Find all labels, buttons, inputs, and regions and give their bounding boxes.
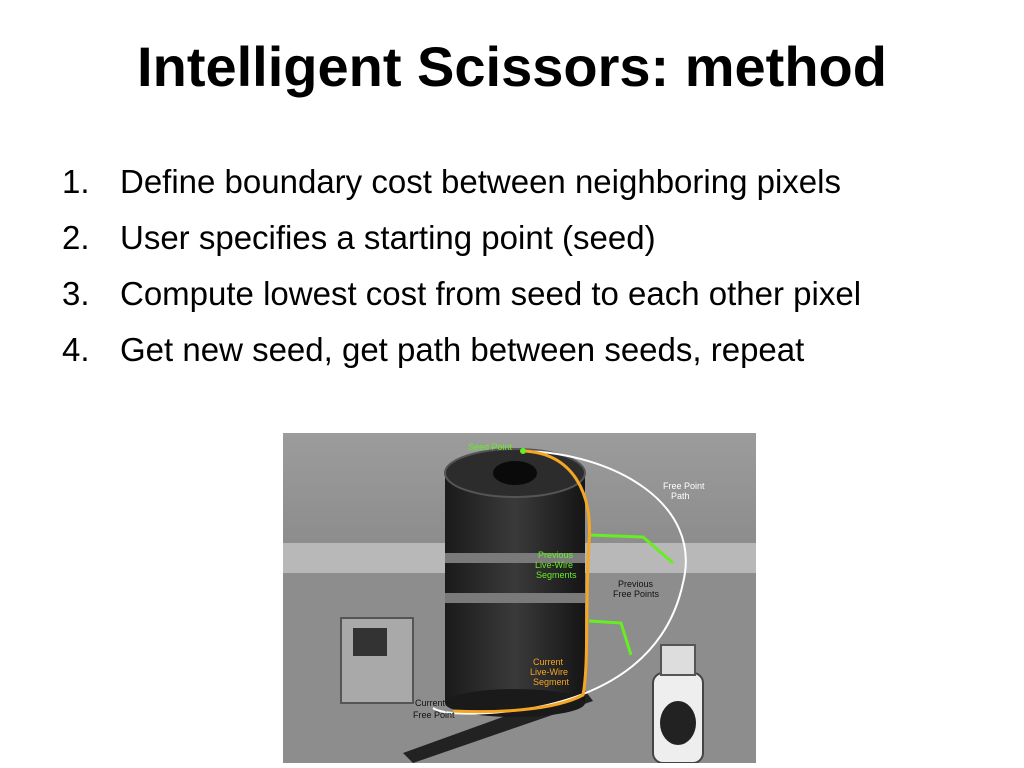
step-text: Define boundary cost between neighboring… [120,163,841,200]
step-item: 3. Compute lowest cost from seed to each… [62,272,962,316]
current-free-point-label: Current [415,698,446,708]
canister-hole [493,461,537,485]
step-number: 2. [62,219,90,256]
letter-block-glyph [353,628,387,656]
previous-live-wire-label: Previous [538,550,574,560]
slide-title: Intelligent Scissors: method [137,35,887,98]
step-text: Compute lowest cost from seed to each ot… [120,275,862,312]
free-point-path-label: Path [671,491,690,501]
seed-point-marker [520,448,526,454]
seed-point-label: Seed Point [468,442,513,452]
canister-band [445,593,585,603]
free-point-path [432,450,687,715]
current-live-wire [452,449,591,714]
step-number: 4. [62,331,90,368]
step-number: 3. [62,275,90,312]
free-point-path-label: Free Point [663,481,705,491]
previous-live-wire-label: Live-Wire [535,560,573,570]
bottle-label [660,701,696,745]
previous-free-points-label: Previous [618,579,654,589]
step-text: User specifies a starting point (seed) [120,219,656,256]
current-free-point-label: Free Point [413,710,455,720]
intelligent-scissors-figure: Seed Point Free Point Path Previous Live… [283,433,756,763]
method-steps-list: 1. Define boundary cost between neighbor… [62,160,962,384]
previous-live-wire-label: Segments [536,570,577,580]
canister-band [445,553,585,563]
step-text: Get new seed, get path between seeds, re… [120,331,805,368]
previous-live-wire-segment [588,533,674,565]
step-item: 4. Get new seed, get path between seeds,… [62,328,962,372]
step-item: 2. User specifies a starting point (seed… [62,216,962,260]
canister-bottom [445,689,585,717]
bottle-cap [660,644,696,676]
step-item: 1. Define boundary cost between neighbor… [62,160,962,204]
previous-free-points-label: Free Points [613,589,660,599]
step-number: 1. [62,163,90,200]
previous-live-wire-segment [588,619,633,656]
current-live-wire-label: Current [533,657,564,667]
figure-illustration: Seed Point Free Point Path Previous Live… [283,433,756,763]
film-canister [445,473,585,703]
current-live-wire-label: Live-Wire [530,667,568,677]
current-live-wire-label: Segment [533,677,570,687]
